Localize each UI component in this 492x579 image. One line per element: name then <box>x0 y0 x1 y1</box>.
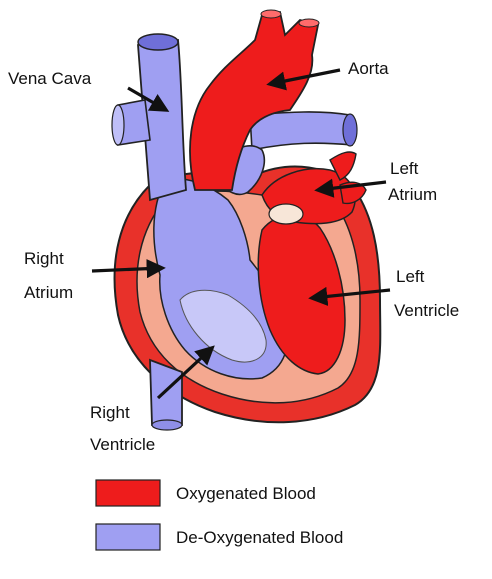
arrow-left-atrium <box>314 178 387 198</box>
pulmonary-artery-left-opening <box>111 104 125 146</box>
label-right-ventricle-line2: Ventricle <box>90 435 155 454</box>
arrow-right-ventricle <box>156 345 215 400</box>
arrow-vena-cava <box>127 86 170 112</box>
label-left-ventricle-line1: Left <box>396 267 425 286</box>
right-ventricle-detail <box>179 289 267 363</box>
legend-label-oxygenated: Oxygenated Blood <box>176 484 316 503</box>
arrow-left-ventricle <box>308 286 391 306</box>
label-aorta: Aorta <box>348 59 389 78</box>
aorta-branch-opening-1 <box>260 9 282 19</box>
legend: Oxygenated Blood De-Oxygenated Blood <box>95 479 343 551</box>
pulmonary-vein-upper <box>329 151 357 181</box>
pulmonary-artery-right-opening <box>342 113 358 147</box>
aorta-vessel <box>189 10 320 191</box>
label-left-atrium-line1: Left <box>390 159 419 178</box>
label-left-ventricle-line2: Ventricle <box>394 301 459 320</box>
legend-label-deoxygenated: De-Oxygenated Blood <box>176 528 343 547</box>
legend-swatch-deoxygenated <box>95 523 161 551</box>
inferior-vena-cava-opening <box>151 419 183 431</box>
label-left-atrium-line2: Atrium <box>388 185 437 204</box>
left-ventricle-chamber <box>257 214 346 375</box>
legend-swatch-oxygenated <box>95 479 161 507</box>
aorta-branch-opening-2 <box>298 18 320 28</box>
label-right-ventricle-line1: Right <box>90 403 130 422</box>
mitral-valve <box>268 203 304 225</box>
vena-cava-opening <box>137 33 179 51</box>
label-vena-cava: Vena Cava <box>8 69 92 88</box>
arrow-right-atrium <box>91 259 166 279</box>
label-right-atrium-line1: Right <box>24 249 64 268</box>
label-right-atrium-line2: Atrium <box>24 283 73 302</box>
arrow-aorta <box>266 68 341 91</box>
